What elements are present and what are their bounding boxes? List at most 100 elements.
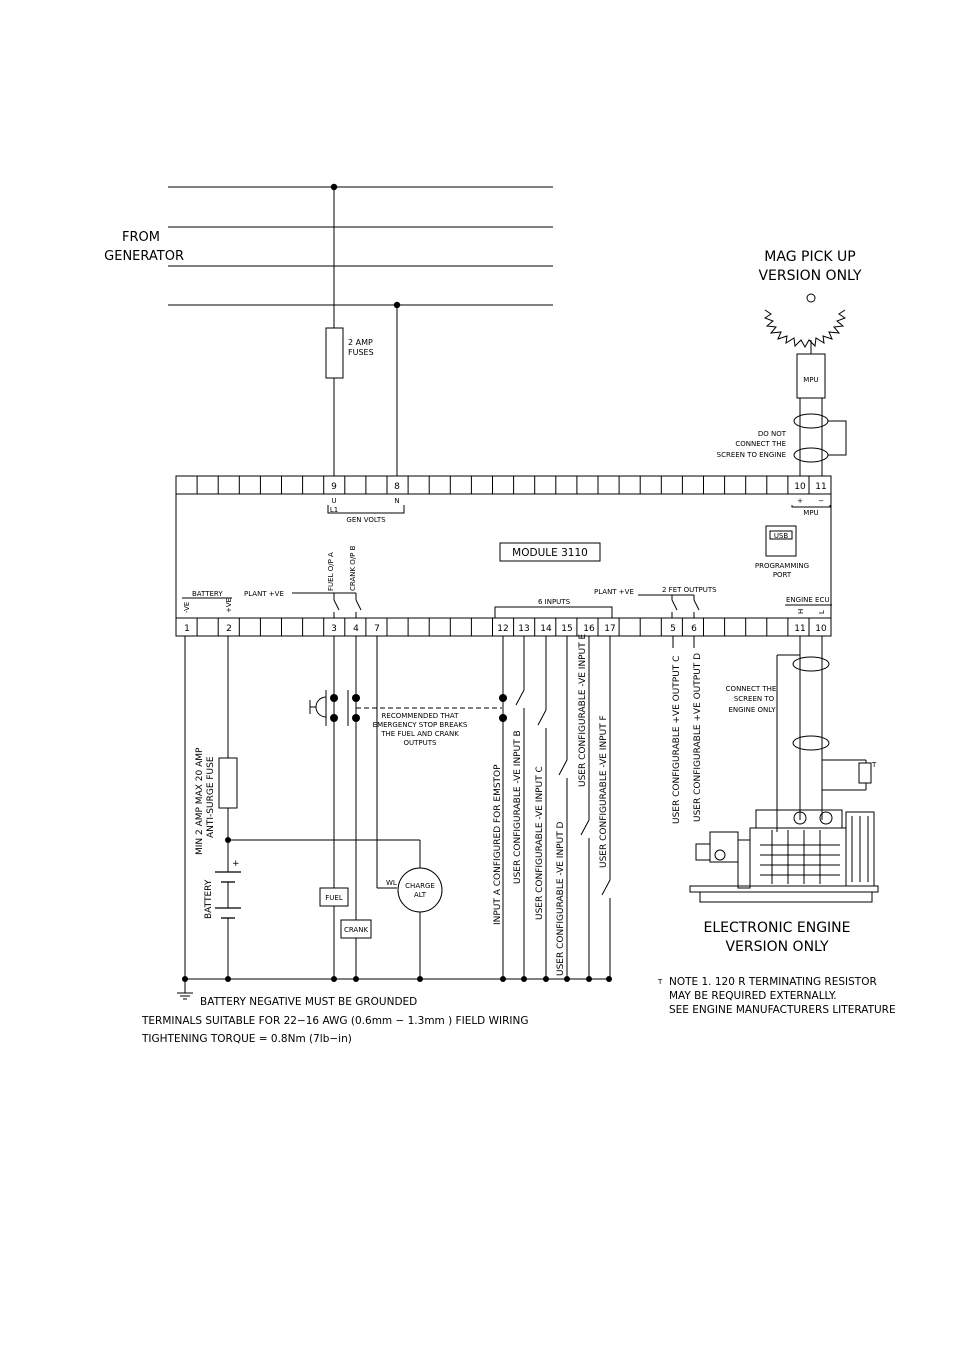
estop-note-1: RECOMMENDED THAT (382, 712, 460, 720)
gear-center-icon (806, 293, 816, 303)
top-terminal-strip (196, 476, 810, 494)
generator-lines (168, 183, 553, 476)
engine-subtitle: VERSION ONLY (725, 939, 829, 955)
resistor-note-2: MAY BE REQUIRED EXTERNALLY. (669, 990, 837, 1002)
crank-box-label: CRANK (344, 926, 368, 934)
battery-wire-label: BATTERY (204, 879, 214, 919)
terminal-4: 4 (353, 624, 359, 634)
fuse-note-1: MIN 2 AMP MAX 20 AMP (195, 747, 205, 855)
from-label: FROM (122, 230, 160, 245)
bottom-terminal-strip (196, 618, 810, 636)
mag-pickup-subtitle: VERSION ONLY (758, 268, 862, 284)
charge-alt-label: CHARGE (405, 882, 435, 890)
estop-note-2: EMERGENCY STOP BREAKS (373, 721, 468, 729)
terminal-11-top: 11 (815, 482, 826, 492)
charge-alternator (397, 867, 443, 913)
input-b-label: USER CONFIGURABLE -VE INPUT B (513, 730, 523, 884)
mpu-sensor (796, 353, 826, 399)
ground-note: BATTERY NEGATIVE MUST BE GROUNDED (200, 996, 417, 1008)
inputs-label: 6 INPUTS (538, 598, 571, 606)
input-e-label: USER CONFIGURABLE -VE INPUT E (578, 633, 588, 787)
fuel-op-label: FUEL O/P A (327, 552, 335, 591)
plant-ve-right: PLANT +VE (594, 588, 634, 596)
gen-volts-label: GEN VOLTS (346, 516, 386, 524)
ecu-h-label: H (797, 609, 805, 614)
electronic-engine-image (689, 809, 879, 903)
module-3110 (175, 475, 832, 637)
crank-op-label: CRANK O/P B (349, 545, 357, 591)
terminal-13: 13 (518, 624, 529, 634)
usb-port[interactable] (765, 525, 797, 557)
terminal-16: 16 (583, 624, 595, 634)
gear-icon (763, 309, 847, 349)
ecu-screen-note-1: CONNECT THE (726, 685, 777, 693)
fuse-note-2: ANTI-SURGE FUSE (206, 756, 216, 838)
estop-note-3: THE FUEL AND CRANK (380, 730, 459, 738)
mpu-sensor-label: MPU (803, 376, 818, 384)
battery-plus: + (232, 859, 240, 869)
estop-note-4: OUTPUTS (404, 739, 438, 747)
terminal-8: 8 (394, 482, 400, 492)
terminal-5: 5 (670, 624, 676, 634)
usb-label: USB (774, 532, 789, 540)
mag-pickup-title: MAG PICK UP (764, 249, 855, 265)
screen-note-1: DO NOT (758, 430, 787, 438)
fuse-label-2: FUSES (348, 348, 374, 357)
programming-port-label: PROGRAMMING (755, 562, 809, 570)
ecu-screen-note-2: SCREEN TO (734, 695, 775, 703)
battery-module-label: BATTERY (192, 590, 223, 598)
resistor-note-3: SEE ENGINE MANUFACTURERS LITERATURE (669, 1004, 896, 1016)
torque-note: TIGHTENING TORQUE = 0.8Nm (7lb−in) (141, 1033, 352, 1045)
resistor-note-mark-2: T (657, 978, 663, 986)
generator-fuse (325, 327, 344, 379)
terminal-10-top: 10 (794, 482, 806, 492)
terminal-14: 14 (540, 624, 552, 634)
resistor-note-mark: T (871, 761, 877, 769)
terminal-6: 6 (691, 624, 697, 634)
terminal-17: 17 (604, 624, 615, 634)
terminal-11-bottom: 11 (794, 624, 805, 634)
wl-label: WL (386, 879, 397, 887)
terminating-resistor (858, 762, 872, 784)
input-c-label: USER CONFIGURABLE -VE INPUT C (535, 766, 545, 920)
terminals-note: TERMINALS SUITABLE FOR 22−16 AWG (0.6mm … (141, 1015, 528, 1027)
engine-title: ELECTRONIC ENGINE (703, 920, 850, 936)
fuel-box-label: FUEL (325, 894, 343, 902)
screen-note-2: CONNECT THE (735, 440, 786, 448)
battery-symbol (215, 871, 241, 979)
terminal-9-sub2: L1 (330, 506, 338, 514)
programming-port-label-2: PORT (773, 571, 792, 579)
screen-note-3: SCREEN TO ENGINE (717, 451, 786, 459)
generator-label: GENERATOR (104, 249, 184, 264)
terminal-12: 12 (497, 624, 508, 634)
input-a-label: INPUT A CONFIGURED FOR EMSTOP (493, 764, 503, 925)
battery-neg-label: -VE (183, 602, 191, 613)
terminal-9: 9 (331, 482, 337, 492)
field-wiring: + FUEL CRANK WL CHARGE ALT (177, 636, 872, 1000)
output-d-label: USER CONFIGURABLE +VE OUTPUT D (693, 653, 703, 822)
terminal-10-sub: + (797, 497, 803, 505)
plant-ve-left: PLANT +VE (244, 590, 284, 598)
input-f-label: USER CONFIGURABLE -VE INPUT F (599, 715, 609, 868)
terminal-3: 3 (331, 624, 337, 634)
ecu-l-label: L (818, 610, 826, 614)
terminal-8-sub: N (394, 497, 399, 505)
terminal-2: 2 (226, 624, 232, 634)
module-name: MODULE 3110 (512, 547, 588, 559)
mpu-bracket-label: MPU (803, 509, 818, 517)
fuse-label: 2 AMP (348, 338, 373, 347)
input-d-label: USER CONFIGURABLE -VE INPUT D (556, 821, 566, 976)
output-c-label: USER CONFIGURABLE +VE OUTPUT C (672, 656, 682, 824)
resistor-note-1: NOTE 1. 120 R TERMINATING RESISTOR (669, 976, 877, 988)
terminal-11-sub: − (818, 497, 824, 505)
terminal-7: 7 (374, 624, 380, 634)
anti-surge-fuse (218, 757, 238, 809)
fet-outputs-label: 2 FET OUTPUTS (662, 586, 717, 594)
terminal-1: 1 (184, 624, 190, 634)
terminal-15: 15 (561, 624, 572, 634)
charge-alt-label-2: ALT (414, 891, 427, 899)
engine-ecu-label: ENGINE ECU (786, 596, 829, 604)
terminal-9-sub: U (331, 497, 336, 505)
terminal-10-bottom: 10 (815, 624, 827, 634)
